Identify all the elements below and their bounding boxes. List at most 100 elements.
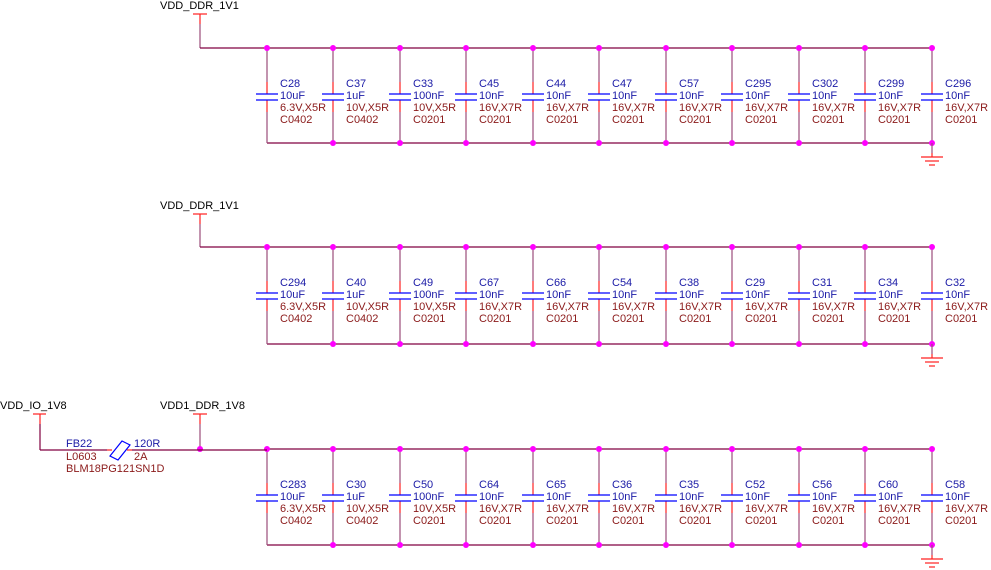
junction-dot bbox=[796, 341, 802, 347]
cap-package: C0201 bbox=[745, 313, 777, 325]
cap-rating: 6.3V,X5R bbox=[280, 503, 326, 515]
cap-package: C0201 bbox=[679, 313, 711, 325]
junction-dot bbox=[729, 244, 735, 250]
junction-dot bbox=[729, 542, 735, 548]
capacitor-icon bbox=[256, 93, 278, 101]
junction-dot bbox=[729, 341, 735, 347]
net-label-vdd-ddr-1v1[interactable]: VDD_DDR_1V1 bbox=[160, 0, 239, 12]
cap-value: 10nF bbox=[679, 289, 704, 301]
net-label-vdd-io-1v8[interactable]: VDD_IO_1V8 bbox=[0, 400, 67, 412]
capacitor-icon bbox=[256, 292, 278, 300]
capacitor-icon bbox=[522, 494, 544, 502]
junction-dot bbox=[862, 140, 868, 146]
cap-value: 10nF bbox=[479, 289, 504, 301]
junction-dot bbox=[796, 140, 802, 146]
cap-rating: 16V,X7R bbox=[679, 102, 722, 114]
cap-rating: 16V,X7R bbox=[745, 102, 788, 114]
cap-value: 100nF bbox=[413, 90, 444, 102]
cap-value: 100nF bbox=[413, 491, 444, 503]
cap-designator: C49 bbox=[413, 277, 433, 289]
junction-dot bbox=[330, 446, 336, 452]
junction-dot bbox=[463, 244, 469, 250]
capacitor-icon bbox=[256, 494, 278, 502]
junction-dot bbox=[264, 244, 270, 250]
cap-rating: 16V,X7R bbox=[812, 301, 855, 313]
capacitor-icon bbox=[455, 494, 477, 502]
cap-package: C0201 bbox=[413, 515, 445, 527]
cap-package: C0402 bbox=[280, 515, 312, 527]
cap-package: C0201 bbox=[812, 313, 844, 325]
capacitor-icon bbox=[854, 93, 876, 101]
cap-value: 100nF bbox=[413, 289, 444, 301]
cap-package: C0201 bbox=[546, 313, 578, 325]
cap-designator: C54 bbox=[612, 277, 632, 289]
ferrite-package: L0603 bbox=[66, 451, 97, 463]
junction-dot bbox=[397, 45, 403, 51]
cap-package: C0201 bbox=[945, 114, 977, 126]
net-label-vdd1-ddr-1v8[interactable]: VDD1_DDR_1V8 bbox=[160, 400, 245, 412]
cap-rating: 6.3V,X5R bbox=[280, 301, 326, 313]
junction-dot bbox=[796, 244, 802, 250]
cap-rating: 16V,X7R bbox=[479, 503, 522, 515]
cap-designator: C38 bbox=[679, 277, 699, 289]
ferrite-bead-icon[interactable] bbox=[109, 440, 131, 461]
junction-dot bbox=[929, 45, 935, 51]
cap-value: 10nF bbox=[878, 491, 903, 503]
ferrite-designator: FB22 bbox=[66, 438, 92, 450]
ferrite-part-number: BLM18PG121SN1D bbox=[66, 463, 164, 475]
junction-dot bbox=[729, 45, 735, 51]
junction-dot bbox=[729, 446, 735, 452]
junction-dot bbox=[596, 542, 602, 548]
capacitor-icon bbox=[522, 93, 544, 101]
capacitor-icon bbox=[455, 93, 477, 101]
capacitor-icon bbox=[588, 494, 610, 502]
cap-value: 10uF bbox=[280, 90, 305, 102]
cap-rating: 16V,X7R bbox=[612, 102, 655, 114]
cap-designator: C32 bbox=[945, 277, 965, 289]
capacitor-icon bbox=[322, 494, 344, 502]
cap-row-3: VDD1_DDR_1V8C28310uF6.3V,X5RC0402C301uF1… bbox=[160, 400, 988, 568]
cap-rating: 16V,X7R bbox=[812, 503, 855, 515]
ferrite-section: VDD_IO_1V8 FB22 L0603 BLM18PG121SN1D 120… bbox=[0, 400, 267, 475]
cap-package: C0201 bbox=[812, 114, 844, 126]
cap-designator: C302 bbox=[812, 78, 838, 90]
net-label-vdd-ddr-1v1[interactable]: VDD_DDR_1V1 bbox=[160, 200, 239, 212]
junction-dot bbox=[463, 140, 469, 146]
cap-value: 10nF bbox=[878, 90, 903, 102]
cap-rating: 10V,X5R bbox=[346, 102, 389, 114]
cap-value: 10nF bbox=[745, 289, 770, 301]
